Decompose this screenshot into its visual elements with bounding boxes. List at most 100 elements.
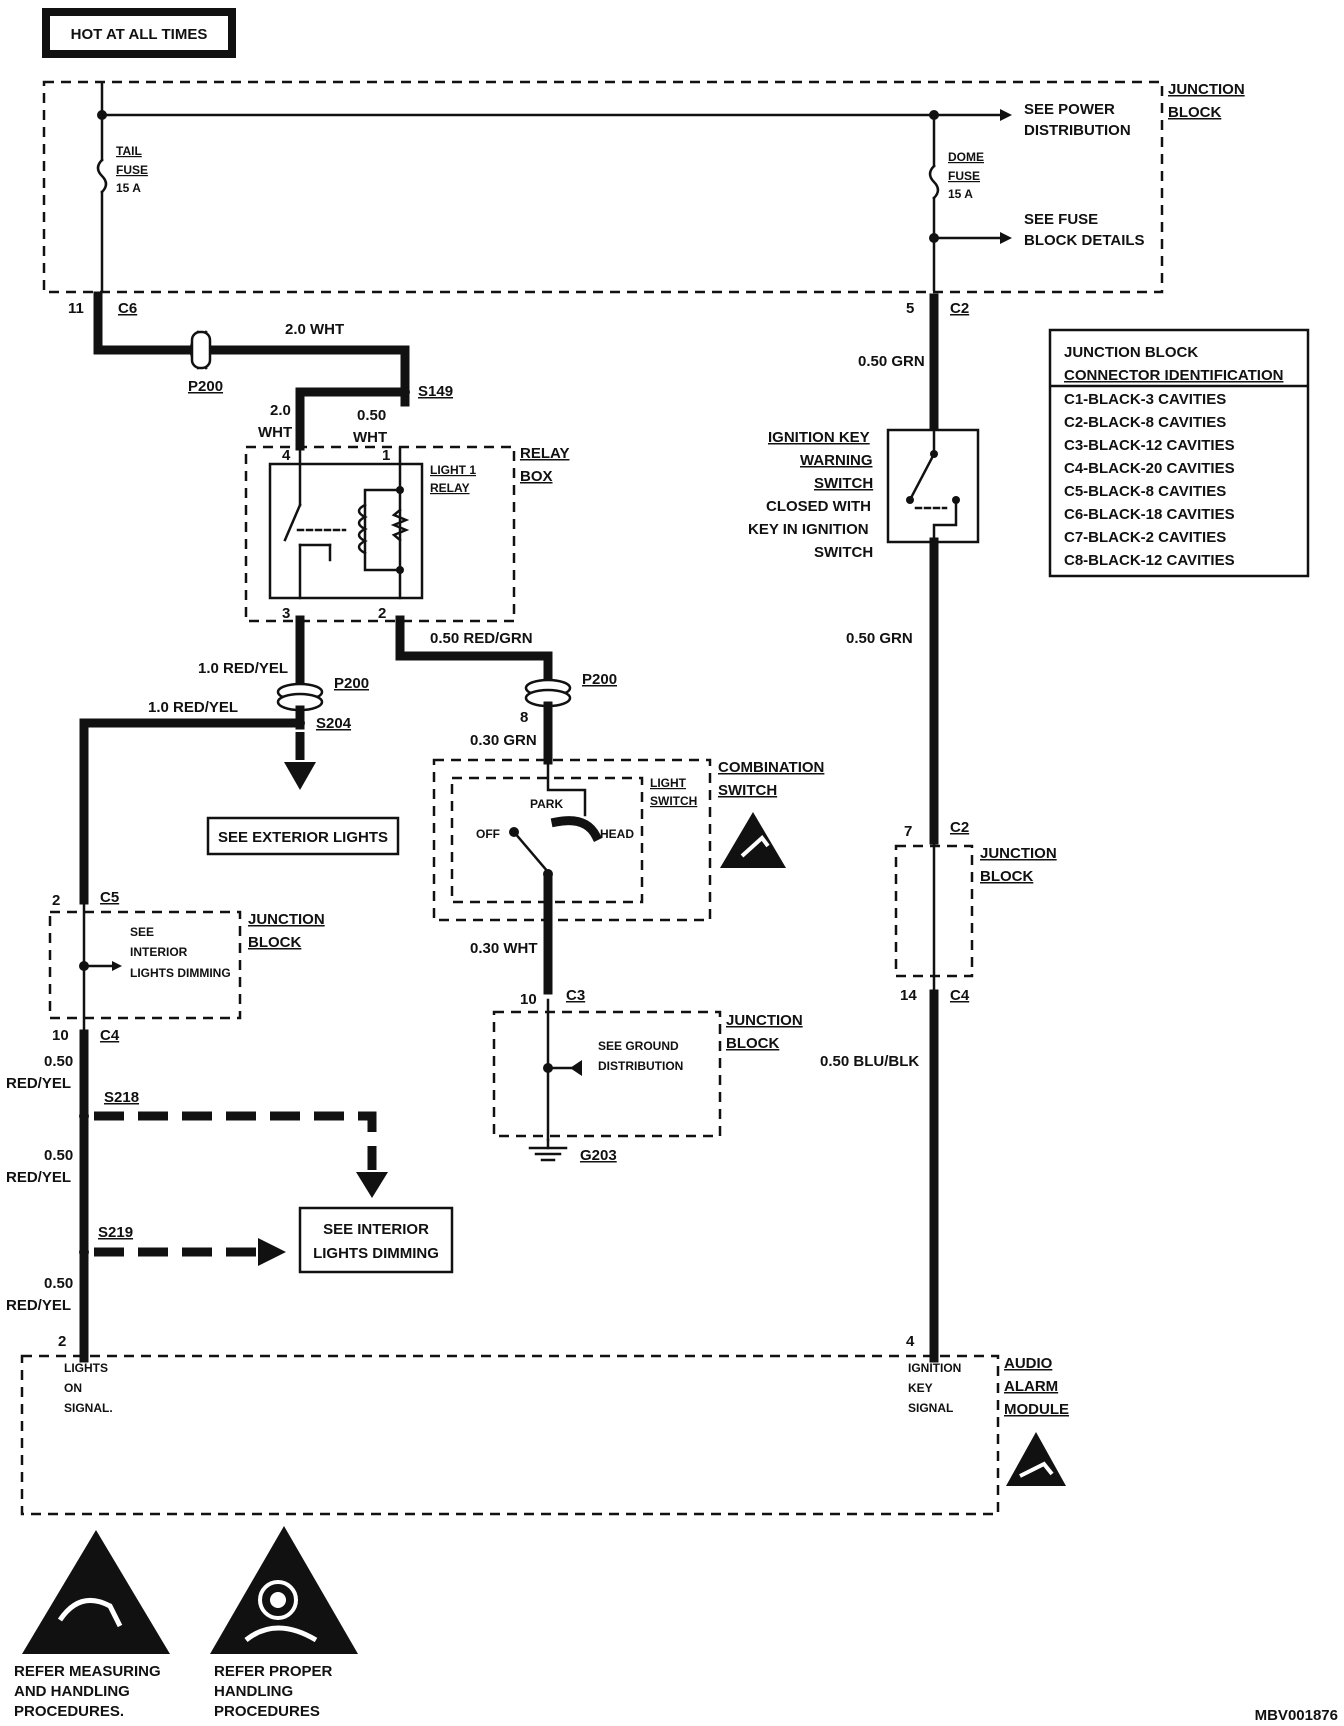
p200-c-label: P200 (582, 671, 617, 688)
wire-050grn-b: 0.50 GRN (846, 630, 913, 647)
table-row: C1-BLACK-3 CAVITIES (1064, 391, 1226, 408)
wire-left-run (79, 718, 301, 905)
p200-b-label: P200 (334, 675, 369, 692)
table-title-2: CONNECTOR IDENTIFICATION (1064, 367, 1283, 384)
ry1-b: RED/YEL (6, 1075, 71, 1092)
see-power-1: SEE POWER (1024, 101, 1115, 118)
wht050-2: WHT (353, 429, 387, 446)
see-int-2: INTERIOR (130, 945, 188, 959)
see-int-3: LIGHTS DIMMING (130, 966, 231, 980)
combo-2: SWITCH (718, 782, 777, 799)
c2-top-pin: 5 (906, 300, 914, 317)
table-row: C3-BLACK-12 CAVITIES (1064, 437, 1235, 454)
wire-030wht: 0.30 WHT (470, 940, 538, 957)
lights-on-1: LIGHTS (64, 1361, 108, 1375)
dome-fuse-3: 15 A (948, 187, 973, 201)
proper-handling-icon (210, 1526, 358, 1654)
off-label: OFF (476, 827, 500, 841)
relay-pin2: 2 (378, 605, 386, 622)
ign-sig-3: SIGNAL (908, 1401, 953, 1415)
ign-sig-2: KEY (908, 1381, 933, 1395)
c5-label: C5 (100, 889, 119, 906)
ign-5: KEY IN IGNITION (748, 521, 869, 538)
wht050-1: 0.50 (357, 407, 386, 424)
measure-2: AND HANDLING (14, 1683, 130, 1700)
ign-2: WARNING (800, 452, 873, 469)
ry2-a: 0.50 (44, 1147, 73, 1164)
s149-label: S149 (418, 383, 453, 400)
ry3-b: RED/YEL (6, 1297, 71, 1314)
see-fuse-1: SEE FUSE (1024, 211, 1098, 228)
tail-fuse-2: FUSE (116, 163, 148, 177)
ry3-a: 0.50 (44, 1275, 73, 1292)
s218-label: S218 (104, 1089, 139, 1106)
relay-pin3: 3 (282, 605, 290, 622)
wht20-1: 2.0 (270, 402, 291, 419)
hot-header-label: HOT AT ALL TIMES (71, 26, 208, 43)
relay-box-1: RELAY (520, 445, 569, 462)
measure-1: REFER MEASURING (14, 1663, 161, 1680)
lights-on-3: SIGNAL. (64, 1401, 113, 1415)
ign-1: IGNITION KEY (768, 429, 870, 446)
c4-left-pin: 10 (52, 1027, 69, 1044)
combination-switch (432, 758, 712, 922)
c3-label: C3 (566, 987, 585, 1004)
tail-fuse-symbol (96, 158, 108, 194)
head-label: HEAD (600, 827, 634, 841)
audio-1: AUDIO (1004, 1355, 1053, 1372)
c5-pin: 2 (52, 892, 60, 909)
dome-fuse-1: DOME (948, 150, 984, 164)
wire-2wht (209, 345, 410, 407)
light-switch-2: SWITCH (650, 794, 697, 808)
jb-ground-1: JUNCTION (726, 1012, 803, 1029)
junction-block-left (48, 910, 242, 1020)
c6-label: C6 (118, 300, 137, 317)
park-label: PARK (530, 797, 563, 811)
s204-label: S204 (316, 715, 352, 732)
junction-block-top (42, 80, 1164, 294)
relay-pin1: 1 (382, 447, 390, 464)
c4-right-pin: 14 (900, 987, 917, 1004)
c2-mid-pin: 7 (904, 823, 912, 840)
wire-050blublk-label: 0.50 BLU/BLK (820, 1053, 919, 1070)
module-pin2: 2 (58, 1333, 66, 1350)
jb-right-1: JUNCTION (980, 845, 1057, 862)
wire-c6-out (93, 291, 200, 355)
proper-1: REFER PROPER (214, 1663, 333, 1680)
park-head-contact (550, 816, 603, 843)
relay-pin4: 4 (282, 447, 291, 464)
light-switch-1: LIGHT (650, 776, 687, 790)
proper-2: HANDLING (214, 1683, 293, 1700)
jb-left-2: BLOCK (248, 934, 301, 951)
table-row: C2-BLACK-8 CAVITIES (1064, 414, 1226, 431)
c4-right-label: C4 (950, 987, 970, 1004)
tail-fuse-1: TAIL (116, 144, 142, 158)
figure-code: MBV001876 (1255, 1707, 1338, 1724)
table-row: C5-BLACK-8 CAVITIES (1064, 483, 1226, 500)
tail-fuse-3: 15 A (116, 181, 141, 195)
light-relay-1: LIGHT 1 (430, 463, 476, 477)
audio-alarm-module (20, 1354, 1000, 1516)
esd-triangle-icon (720, 812, 786, 868)
relay-box-2: BOX (520, 468, 553, 485)
s219-label: S219 (98, 1224, 133, 1241)
ign-6: SWITCH (814, 544, 873, 561)
jb-top-name-1: JUNCTION (1168, 81, 1245, 98)
jb-right-2: BLOCK (980, 868, 1033, 885)
ign-4: CLOSED WITH (766, 498, 871, 515)
jb-left-1: JUNCTION (248, 911, 325, 928)
see-int-box-1: SEE INTERIOR (323, 1221, 429, 1238)
p200-label: P200 (188, 378, 223, 395)
wire-10redyel-a: 1.0 RED/YEL (198, 660, 288, 677)
see-exterior-box (206, 816, 400, 856)
module-pin4: 4 (906, 1333, 915, 1350)
audio-3: MODULE (1004, 1401, 1069, 1418)
dome-fuse-2: FUSE (948, 169, 980, 183)
c2-top-label: C2 (950, 300, 969, 317)
see-interior-box (298, 1206, 454, 1274)
see-fuse-2: BLOCK DETAILS (1024, 232, 1145, 249)
wire-050grn-a: 0.50 GRN (858, 353, 925, 370)
combo-1: COMBINATION (718, 759, 824, 776)
g203-label: G203 (580, 1147, 617, 1164)
